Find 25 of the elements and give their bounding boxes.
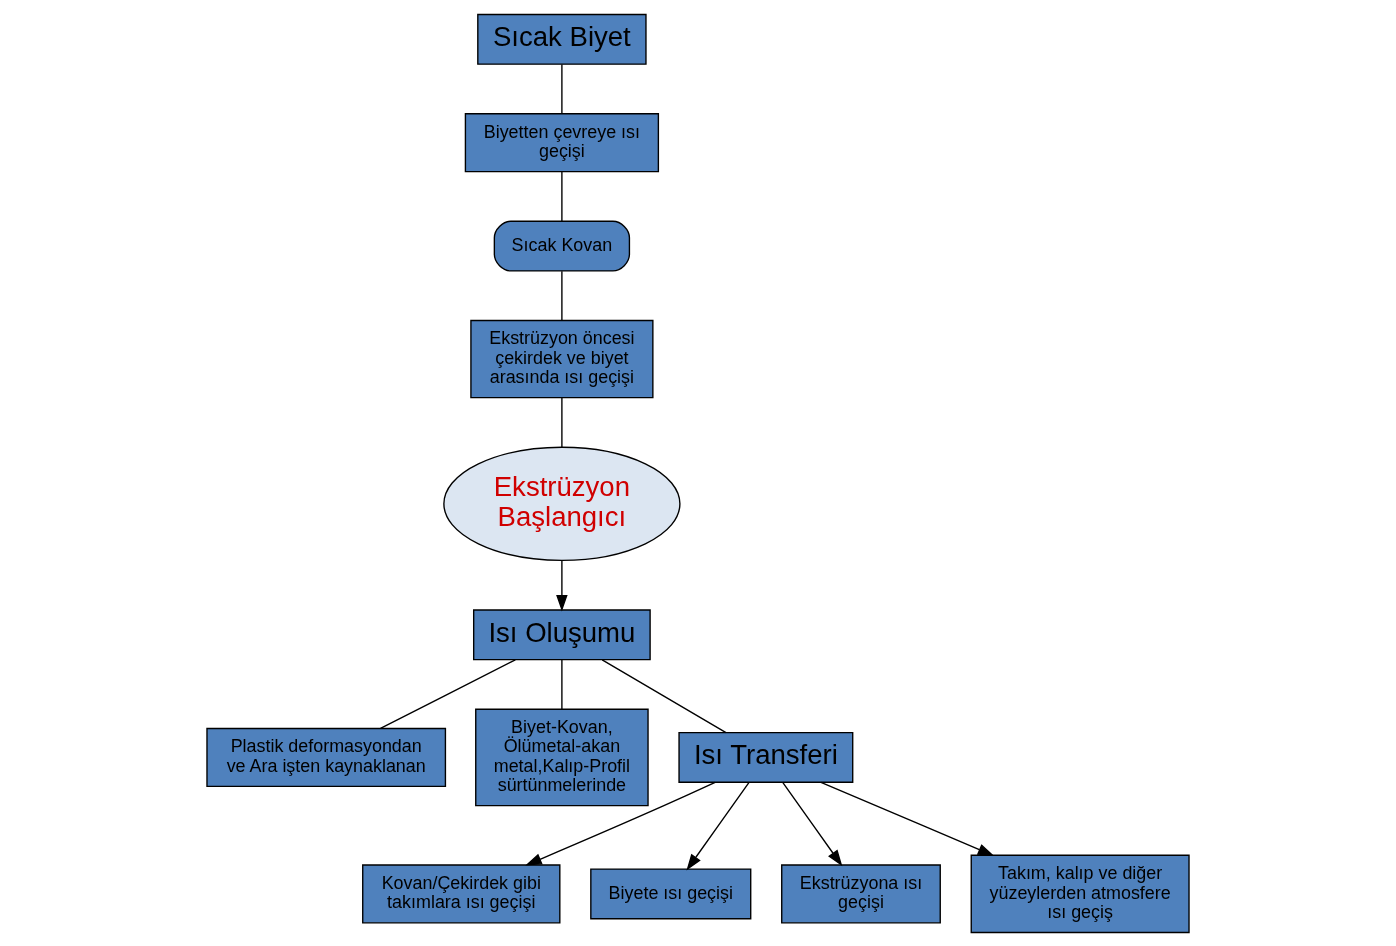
node-box: Takım, kalıp ve diğer yüzeylerden atmosfere ısı geçiş bbox=[970, 854, 1190, 933]
arrow bbox=[782, 781, 843, 866]
node-ellipse: Ekstrüzyon Başlangıcı bbox=[443, 446, 681, 561]
node-box: Biyete ısı geçişi bbox=[590, 867, 752, 919]
connector bbox=[561, 270, 563, 321]
connector bbox=[379, 658, 517, 729]
node-box: Kovan/Çekirdek gibi takımlara ısı geçişi bbox=[362, 863, 561, 924]
arrow bbox=[525, 781, 716, 866]
connector bbox=[561, 170, 563, 222]
connector bbox=[561, 658, 563, 710]
node-box: Sıcak Kovan bbox=[493, 220, 631, 272]
node-box: Sıcak Biyet bbox=[477, 13, 647, 65]
node-box: Isı Oluşumu bbox=[473, 608, 651, 660]
arrow bbox=[556, 559, 568, 611]
node-box: Biyet-Kovan, Ölümetal-akan metal,Kalıp-Profil sürtünmelerinde bbox=[475, 708, 649, 806]
arrow bbox=[686, 781, 750, 871]
node-box: Isı Transferi bbox=[678, 731, 854, 783]
connector bbox=[601, 658, 727, 733]
connector bbox=[561, 396, 563, 448]
node-box: Biyetten çevreye ısı geçişi bbox=[464, 112, 660, 172]
connector bbox=[561, 63, 563, 114]
node-box: Ekstrüzyona ısı geçişi bbox=[781, 863, 941, 924]
node-box: Plastik deformasyondan ve Ara işten kaynaklanan bbox=[206, 727, 447, 787]
node-box: Ekstrüzyon öncesi çekirdek ve biyet arasında ısı geçişi bbox=[470, 319, 654, 398]
arrow bbox=[820, 781, 995, 856]
